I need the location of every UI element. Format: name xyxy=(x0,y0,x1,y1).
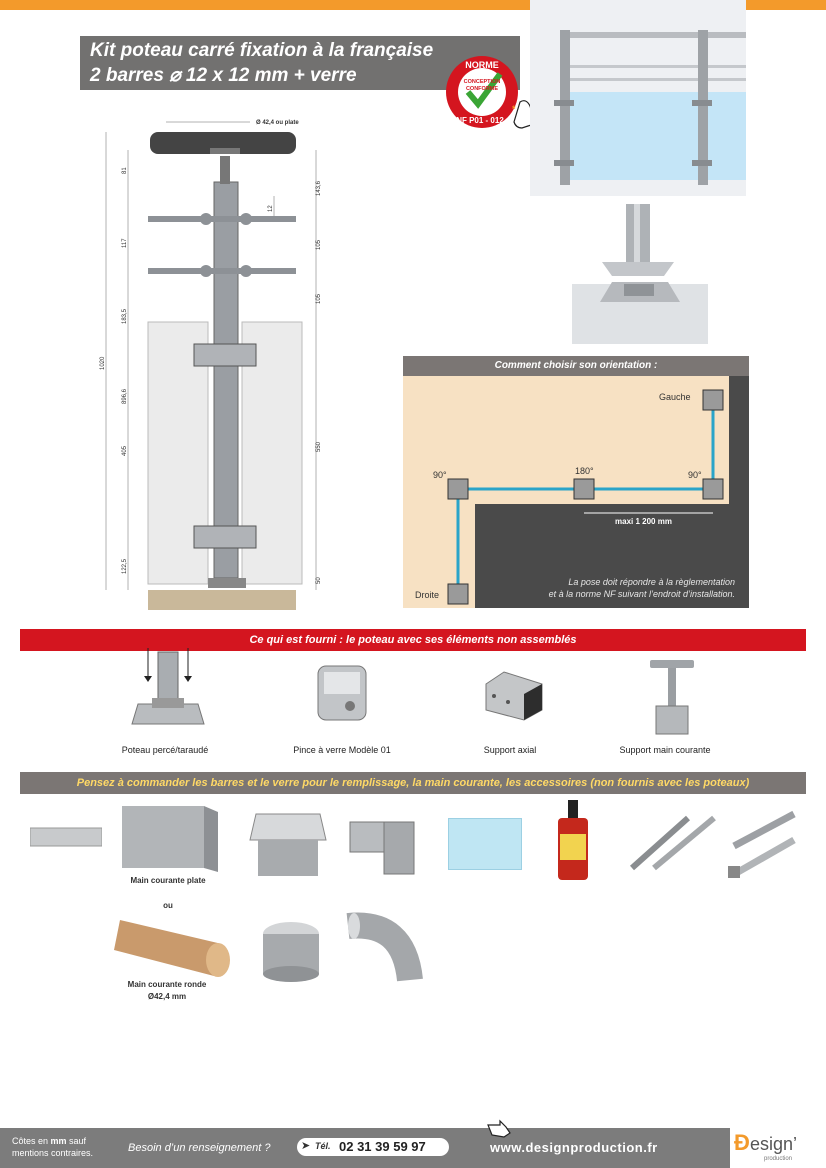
caption-axial: Support axial xyxy=(483,745,537,755)
anchor-bolts-icon xyxy=(728,810,796,878)
square-end-cap-icon xyxy=(249,813,327,876)
svg-text:81: 81 xyxy=(122,167,128,174)
hand-pointer-icon xyxy=(487,1119,511,1138)
footer: Côtes en mm sauf mentions contraires. Be… xyxy=(0,1128,826,1168)
page-subtitle: 2 barres ⌀ 12 x 12 mm + verre xyxy=(90,65,357,86)
round-wood-handrail-icon xyxy=(114,920,230,977)
or-label: ou xyxy=(163,901,173,910)
svg-text:12: 12 xyxy=(268,205,274,212)
railing-photo xyxy=(530,0,746,196)
label-droite: Droite xyxy=(415,590,440,600)
badge-conforme: CONFORME xyxy=(466,86,498,92)
round-handrail-diameter: Ø42,4 mm xyxy=(147,992,187,1001)
note-line1: La pose doit répondre à la règlementatio… xyxy=(568,577,735,587)
svg-text:405: 405 xyxy=(122,445,128,456)
logo-subtext: production xyxy=(764,1156,793,1162)
svg-text:183,5: 183,5 xyxy=(122,308,128,324)
flat-handrail-icon xyxy=(122,806,218,872)
svg-text:122,5: 122,5 xyxy=(122,558,128,574)
label-gauche: Gauche xyxy=(659,392,691,402)
round-elbow-icon xyxy=(346,912,423,982)
svg-text:896,6: 896,6 xyxy=(122,388,128,404)
logo: Ɖ esign’ production xyxy=(730,1128,826,1168)
technical-drawing: Ø 42,4 ou plate 81 117 183,5 1020 896,6 … xyxy=(100,120,322,610)
caption-post: Poteau percé/taraudé xyxy=(121,745,209,755)
diameter-label: Ø 42,4 ou plate xyxy=(256,120,299,126)
phone-number: 02 31 39 59 97 xyxy=(339,1139,426,1154)
orientation-panel: Comment choisir son orientation : Gauche… xyxy=(403,356,749,608)
svg-text:1020: 1020 xyxy=(100,356,106,370)
caption-clamp: Pince à verre Modèle 01 xyxy=(293,745,391,755)
badge-conception: CONCEPTION xyxy=(464,79,501,85)
svg-text:143,6: 143,6 xyxy=(316,180,322,196)
flat-handrail-label: Main courante plate xyxy=(130,876,206,885)
tel-label: Tél. xyxy=(315,1141,331,1151)
drilled-post-icon xyxy=(131,648,205,725)
logo-d-icon: Ɖ xyxy=(734,1130,750,1155)
website-link[interactable]: www.designproduction.fr xyxy=(490,1140,658,1155)
title-box: Kit poteau carré fixation à la française… xyxy=(80,36,520,90)
footer-note-2: mentions contraires. xyxy=(12,1148,94,1158)
footer-note: Côtes en mm sauf xyxy=(12,1136,87,1146)
label-90-left: 90° xyxy=(433,470,447,480)
norme-badge: NORME CONCEPTION CONFORME NF P01 - 012 * xyxy=(446,56,535,129)
phone-pill[interactable]: ➤ Tél. 02 31 39 59 97 xyxy=(297,1138,449,1156)
threadlock-bottle-icon xyxy=(558,800,588,880)
caption-handrail-support: Support main courante xyxy=(619,745,711,755)
orientation-diagram: Gauche 90° 180° 90° Droite maxi 1 200 mm… xyxy=(403,376,749,608)
note-line2: et à la norme NF suivant l’endroit d’ins… xyxy=(548,589,735,599)
top-accent-bar xyxy=(0,0,826,10)
square-elbow-icon xyxy=(349,821,415,875)
svg-text:50: 50 xyxy=(316,577,322,584)
badge-star: * xyxy=(512,104,516,114)
handrail-support-icon xyxy=(650,660,694,735)
footer-question: Besoin d’un renseignement ? xyxy=(128,1142,271,1154)
logo-text: esign’ xyxy=(750,1134,798,1154)
orientation-title: Comment choisir son orientation : xyxy=(403,356,749,376)
glass-clamp-icon xyxy=(317,665,367,721)
badge-ref: NF P01 - 012 xyxy=(456,116,504,125)
svg-text:117: 117 xyxy=(122,238,128,248)
order-banner: Pensez à commander les barres et le verr… xyxy=(20,772,806,794)
badge-norme: NORME xyxy=(465,60,499,70)
round-handrail-label: Main courante ronde xyxy=(127,980,207,989)
flat-bar-icon xyxy=(30,827,102,847)
check-icon xyxy=(465,72,503,109)
label-180: 180° xyxy=(575,466,594,476)
glass-panel-icon xyxy=(448,818,522,870)
phone-arrow-icon: ➤ xyxy=(301,1140,311,1152)
base-detail-photo xyxy=(572,204,708,344)
supplied-banner: Ce qui est fourni : le poteau avec ses é… xyxy=(20,629,806,651)
max-label: maxi 1 200 mm xyxy=(615,517,672,526)
label-90-right: 90° xyxy=(688,470,702,480)
svg-text:105: 105 xyxy=(316,239,322,250)
svg-text:550: 550 xyxy=(316,441,322,452)
svg-text:105: 105 xyxy=(316,293,322,304)
page-title: Kit poteau carré fixation à la française xyxy=(90,40,434,61)
round-end-cap-icon xyxy=(263,922,319,982)
drill-bits-icon xyxy=(630,815,716,871)
axial-support-icon xyxy=(485,671,543,721)
